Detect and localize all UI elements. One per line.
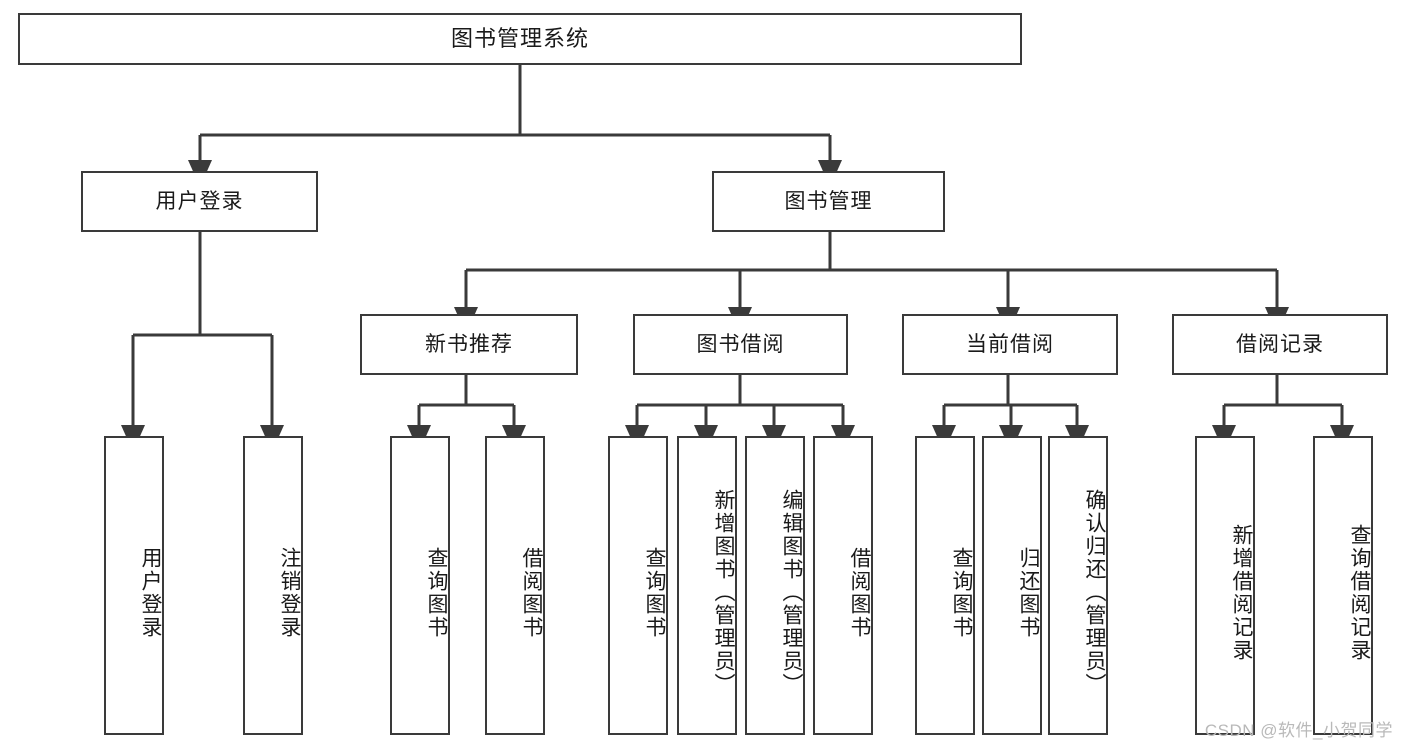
node-label: 确认归还（管理员） [1083, 489, 1106, 696]
node-label: 新增借阅记录 [1230, 523, 1253, 662]
leaf-add-borrow-record[interactable]: 新增借阅记录 [1195, 436, 1255, 735]
leaf-confirm-return-admin[interactable]: 确认归还（管理员） [1048, 436, 1108, 735]
node-label: 当前借阅 [966, 332, 1054, 356]
leaf-query-book-recommend[interactable]: 查询图书 [390, 436, 450, 735]
node-root-system[interactable]: 图书管理系统 [18, 13, 1022, 65]
leaf-edit-book-admin[interactable]: 编辑图书（管理员） [745, 436, 805, 735]
node-label: 图书管理系统 [450, 25, 589, 51]
leaf-query-borrow-record[interactable]: 查询借阅记录 [1313, 436, 1373, 735]
node-label: 借阅图书 [848, 546, 871, 639]
node-borrow-record[interactable]: 借阅记录 [1172, 314, 1388, 375]
leaf-logout-login[interactable]: 注销登录 [243, 436, 303, 735]
node-book-borrow[interactable]: 图书借阅 [633, 314, 848, 375]
node-label: 查询图书 [950, 546, 973, 639]
leaf-add-book-admin[interactable]: 新增图书（管理员） [677, 436, 737, 735]
node-label: 新书推荐 [425, 332, 513, 356]
node-label: 查询图书 [643, 546, 666, 639]
leaf-user-login[interactable]: 用户登录 [104, 436, 164, 735]
node-label: 图书借阅 [696, 332, 785, 356]
node-label: 查询图书 [425, 546, 448, 639]
node-label: 图书管理 [784, 189, 873, 213]
leaf-return-book[interactable]: 归还图书 [982, 436, 1042, 735]
node-label: 查询借阅记录 [1348, 523, 1371, 662]
node-label: 用户登录 [139, 546, 162, 639]
node-current-borrow[interactable]: 当前借阅 [902, 314, 1118, 375]
node-label: 借阅记录 [1236, 332, 1324, 356]
node-label: 借阅图书 [520, 546, 543, 639]
node-new-book-recommend[interactable]: 新书推荐 [360, 314, 578, 375]
leaf-borrow-book[interactable]: 借阅图书 [813, 436, 873, 735]
node-label: 注销登录 [278, 546, 301, 639]
node-label: 归还图书 [1017, 546, 1040, 639]
leaf-borrow-book-recommend[interactable]: 借阅图书 [485, 436, 545, 735]
leaf-query-book-current[interactable]: 查询图书 [915, 436, 975, 735]
node-user-login[interactable]: 用户登录 [81, 171, 318, 232]
node-label: 用户登录 [155, 189, 244, 213]
node-label: 编辑图书（管理员） [780, 489, 803, 696]
node-label: 新增图书（管理员） [712, 489, 735, 696]
node-book-management[interactable]: 图书管理 [712, 171, 945, 232]
leaf-query-book-borrow[interactable]: 查询图书 [608, 436, 668, 735]
